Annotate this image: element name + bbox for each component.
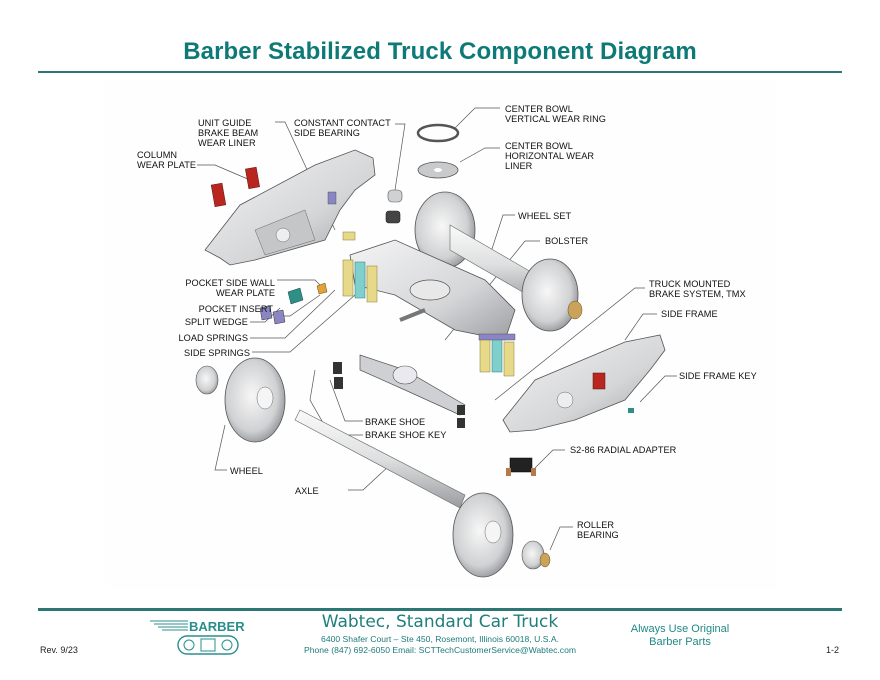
label-line: BRAKE SYSTEM, TMX	[649, 289, 746, 299]
label-line: UNIT GUIDE	[198, 118, 252, 128]
label-axle: AXLE	[295, 486, 319, 496]
label-side-frame: SIDE FRAME	[661, 309, 718, 319]
bolster	[349, 239, 516, 341]
brake-shoe-key	[457, 418, 465, 428]
s2-86-radial-adapter	[506, 457, 536, 476]
side-frame-right	[502, 334, 666, 433]
split-wedge	[259, 305, 273, 321]
label-line: LINER	[505, 161, 533, 171]
label-brake-shoe: BRAKE SHOE	[365, 417, 426, 427]
label-wheel-set: WHEEL SET	[518, 211, 572, 221]
label-center-bowl-horizontal-wear-liner: CENTER BOWL HORIZONTAL WEAR LINER	[505, 141, 594, 171]
wheel-set	[414, 191, 583, 332]
label-side-frame-key: SIDE FRAME KEY	[679, 371, 757, 381]
slogan: Always Use Original Barber Parts	[610, 623, 750, 649]
label-pocket-insert: POCKET INSERT	[198, 304, 273, 314]
label-line: CENTER BOWL	[505, 141, 573, 151]
diagram-illustration	[195, 107, 677, 578]
constant-contact-side-bearing	[387, 189, 403, 203]
slogan-line: Barber Parts	[649, 636, 711, 648]
label-line: ROLLER	[577, 520, 615, 530]
label-s2-86-radial-adapter: S2-86 RADIAL ADAPTER	[570, 445, 677, 455]
page-title: Barber Stabilized Truck Component Diagra…	[183, 38, 697, 65]
truck-mounted-brake-system	[333, 354, 466, 428]
label-roller-bearing: ROLLER BEARING	[577, 520, 619, 540]
label-line: HORIZONTAL WEAR	[505, 151, 595, 161]
split-wedge	[272, 309, 286, 325]
side-springs	[478, 333, 516, 377]
label-center-bowl-vertical-wear-ring: CENTER BOWL VERTICAL WEAR RING	[505, 104, 606, 124]
leader-lines	[197, 107, 677, 551]
pocket-side-wall-wear-plate	[316, 282, 328, 295]
label-line: POCKET SIDE WALL	[185, 278, 275, 288]
label-line: CONSTANT CONTACT	[294, 118, 391, 128]
label-line: COLUMN	[137, 150, 178, 160]
brake-shoe	[334, 377, 343, 389]
company-address-block: 6400 Shafer Court – Ste 450, Rosemont, I…	[270, 634, 610, 656]
column-wear-plate	[245, 166, 260, 190]
slogan-line: Always Use Original	[630, 623, 730, 635]
label-load-springs: LOAD SPRINGS	[178, 333, 248, 343]
label-side-springs: SIDE SPRINGS	[184, 348, 250, 358]
label-line: WEAR PLATE	[215, 288, 275, 298]
label-line: VERTICAL WEAR RING	[505, 114, 606, 124]
roller-bearing	[521, 540, 551, 570]
column-wear-plate	[210, 182, 227, 207]
label-column-wear-plate: COLUMN WEAR PLATE	[137, 150, 196, 170]
label-line: TRUCK MOUNTED	[649, 279, 731, 289]
barber-logo-icon: BARBER	[150, 619, 245, 655]
label-line: WEAR PLATE	[137, 160, 197, 170]
label-unit-guide-brake-beam-wear-liner: UNIT GUIDE BRAKE BEAM WEAR LINER	[198, 118, 258, 148]
axle	[294, 409, 466, 509]
label-line: BEARING	[577, 530, 619, 540]
label-truck-mounted-brake-system: TRUCK MOUNTED BRAKE SYSTEM, TMX	[649, 279, 746, 299]
side-frame-key	[628, 408, 634, 413]
center-bowl-vertical-wear-ring	[416, 123, 460, 143]
header-divider	[38, 71, 842, 73]
wheel	[195, 357, 286, 443]
pocket-insert	[287, 287, 304, 305]
page-number: 1-2	[826, 645, 840, 655]
company-name: Wabtec, Standard Car Truck	[321, 612, 559, 632]
side-frame-left	[204, 149, 376, 266]
company-contact: Phone (847) 692-6050 Email: SCTTechCusto…	[303, 645, 577, 655]
logo-text: BARBER	[189, 619, 245, 634]
label-line: SIDE BEARING	[294, 128, 360, 138]
unit-guide-wear-liner	[342, 231, 356, 241]
label-pocket-side-wall-wear-plate: POCKET SIDE WALL WEAR PLATE	[155, 278, 275, 298]
label-wheel: WHEEL	[230, 466, 263, 476]
label-line: WEAR LINER	[198, 138, 256, 148]
label-line: CENTER BOWL	[505, 104, 573, 114]
label-constant-contact-side-bearing: CONSTANT CONTACT SIDE BEARING	[294, 118, 391, 138]
barber-logo: BARBER	[148, 617, 248, 659]
label-bolster: BOLSTER	[545, 236, 589, 246]
label-split-wedge: SPLIT WEDGE	[184, 317, 248, 327]
load-springs	[342, 259, 378, 303]
footer-divider	[38, 608, 842, 611]
revision-label: Rev. 9/23	[40, 645, 78, 655]
label-line: BRAKE BEAM	[198, 128, 259, 138]
label-brake-shoe-key: BRAKE SHOE KEY	[365, 430, 447, 440]
wheel-front-right	[452, 492, 514, 578]
company-address: 6400 Shafer Court – Ste 450, Rosemont, I…	[321, 634, 559, 644]
exploded-component-diagram: UNIT GUIDE BRAKE BEAM WEAR LINER CONSTAN…	[105, 80, 777, 590]
